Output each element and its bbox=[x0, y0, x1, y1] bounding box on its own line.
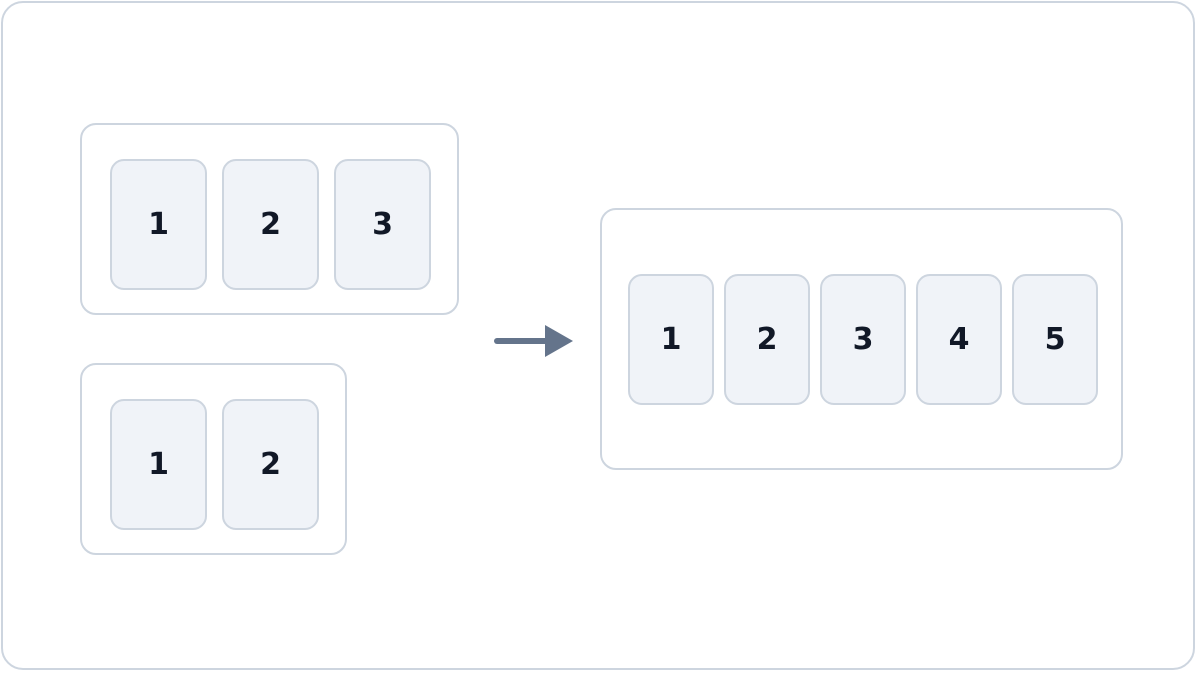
output-card-4: 4 bbox=[916, 274, 1002, 405]
output-group: 1 2 3 4 5 bbox=[600, 208, 1123, 470]
group-a-card-1: 1 bbox=[110, 159, 207, 290]
output-card-3: 3 bbox=[820, 274, 906, 405]
arrow-right-icon bbox=[494, 325, 573, 357]
output-card-2: 2 bbox=[724, 274, 810, 405]
output-card-5: 5 bbox=[1012, 274, 1098, 405]
group-a-card-3: 3 bbox=[334, 159, 431, 290]
group-b-card-1: 1 bbox=[110, 399, 207, 530]
output-card-1: 1 bbox=[628, 274, 714, 405]
input-group-b: 1 2 bbox=[80, 363, 347, 555]
group-b-card-2: 2 bbox=[222, 399, 319, 530]
group-a-card-2: 2 bbox=[222, 159, 319, 290]
input-group-a: 1 2 3 bbox=[80, 123, 459, 315]
